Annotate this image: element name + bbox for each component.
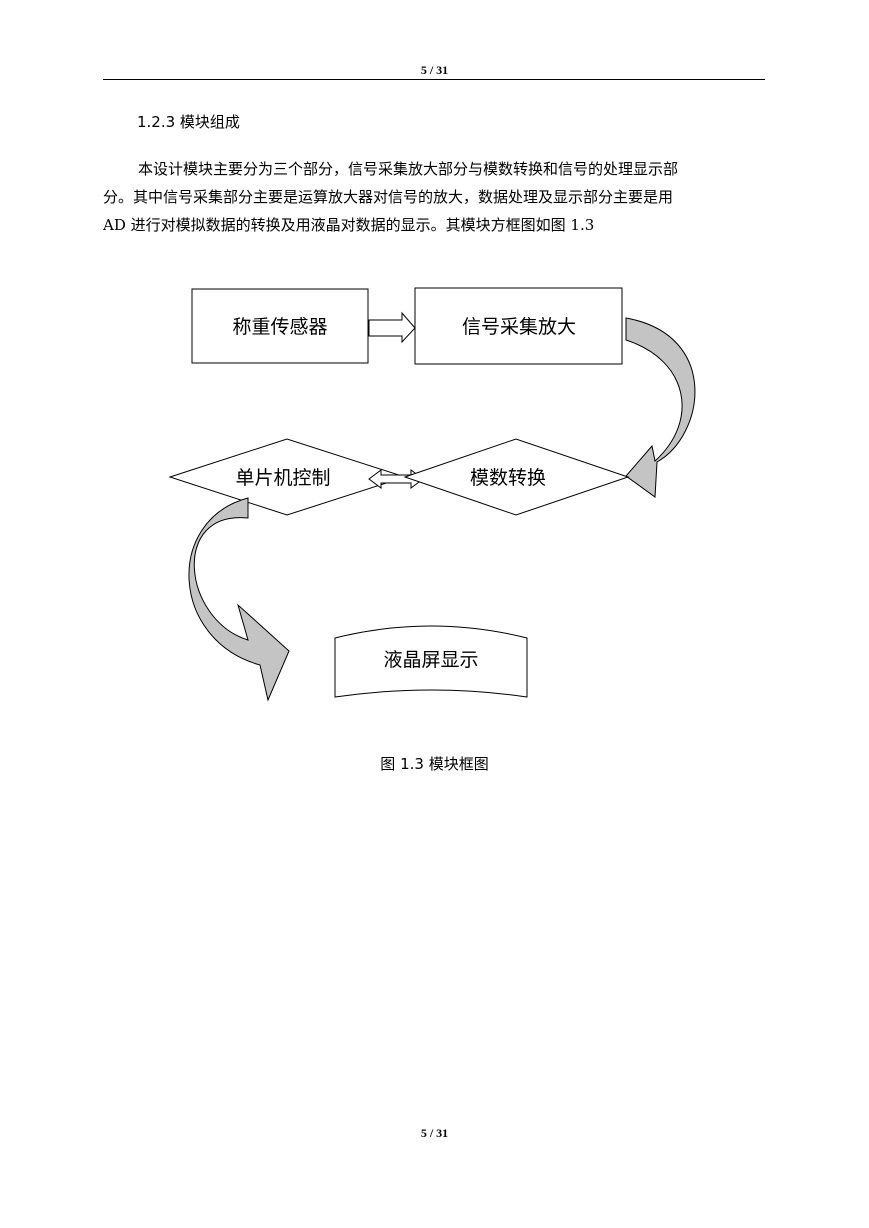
curved-arrow-amplifier-to-adc xyxy=(625,317,696,498)
body-line-1: 本设计模块主要分为三个部分，信号采集放大部分与模数转换和信号的处理显示部 xyxy=(138,160,679,178)
header-page-number: 5 / 31 xyxy=(420,63,449,77)
lcd-block xyxy=(334,625,528,698)
mcu-diamond-label: 单片机控制 xyxy=(235,467,330,489)
sensor-block xyxy=(191,288,369,364)
adc-diamond xyxy=(403,438,630,516)
figure-caption: 图 1.3 模块框图 xyxy=(380,755,489,773)
header-rule xyxy=(103,79,765,80)
body-paragraph: 本设计模块主要分为三个部分，信号采集放大部分与模数转换和信号的处理显示部 分。其… xyxy=(103,155,767,239)
sensor-block-label: 称重传感器 xyxy=(232,316,327,338)
lcd-block-label: 液晶屏显示 xyxy=(383,649,478,671)
arrow-sensor-to-amplifier xyxy=(368,311,416,344)
amplifier-block-label: 信号采集放大 xyxy=(462,316,576,338)
section-heading: 1.2.3 模块组成 xyxy=(137,113,240,131)
footer-page-number: 5 / 31 xyxy=(420,1126,449,1140)
curved-arrow-mcu-to-lcd xyxy=(188,497,290,702)
amplifier-block xyxy=(414,287,623,365)
body-line-3: AD 进行对模拟数据的转换及用液晶对数据的显示。其模块方框图如图 1.3 xyxy=(103,216,595,234)
adc-diamond-label: 模数转换 xyxy=(470,467,546,489)
body-line-2: 分。其中信号采集部分主要是运算放大器对信号的放大，数据处理及显示部分主要是用 xyxy=(103,188,674,206)
